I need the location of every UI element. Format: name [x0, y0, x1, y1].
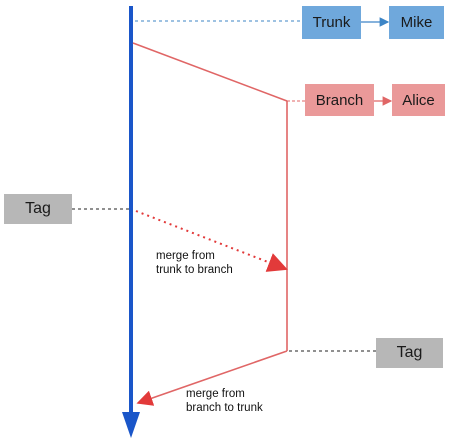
tag-node-left: Tag: [4, 194, 72, 224]
merge-branch-to-trunk-label: merge from branch to trunk: [186, 388, 263, 414]
alice-node: Alice: [392, 84, 445, 116]
trunk-node: Trunk: [302, 6, 361, 39]
branch-node: Branch: [305, 84, 374, 116]
trunk-timeline-arrowhead: [122, 412, 140, 438]
mike-node: Mike: [389, 6, 444, 39]
merge-trunk-to-branch-label: merge from trunk to branch: [156, 250, 233, 276]
branch-creation-line: [132, 42, 288, 102]
tag-node-right: Tag: [376, 338, 443, 368]
merge-branch-to-trunk-arrow: [136, 350, 288, 406]
